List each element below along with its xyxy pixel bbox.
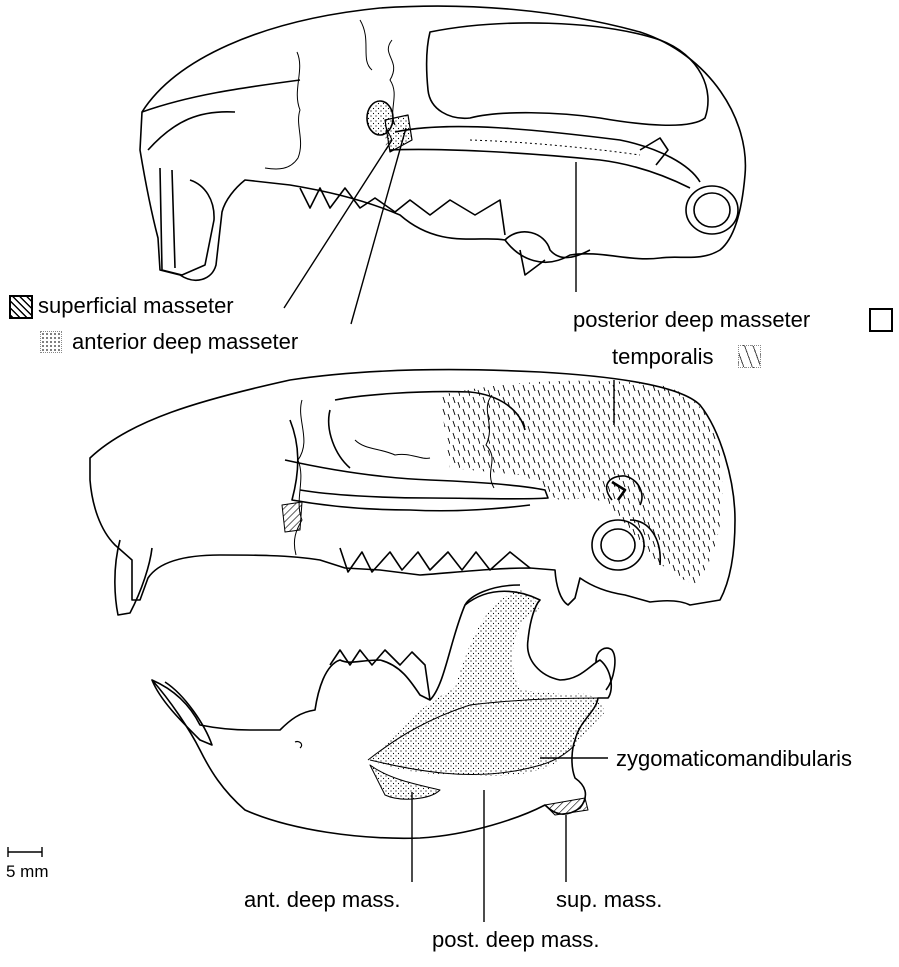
label-posterior-deep-masseter: posterior deep masseter: [573, 308, 810, 332]
label-superficial-masseter: superficial masseter: [38, 294, 234, 318]
label-sup-mass: sup. mass.: [556, 888, 662, 912]
skull-top-view: [140, 6, 745, 280]
label-zygomaticomandibularis: zygomaticomandibularis: [616, 747, 852, 771]
label-temporalis: temporalis: [612, 345, 713, 369]
anterior-deep-masseter-swatch: [40, 331, 62, 353]
posterior-deep-masseter-swatch: [869, 308, 893, 332]
superficial-masseter-swatch: [9, 295, 33, 319]
mandible-view: [152, 585, 615, 838]
label-ant-deep-mass: ant. deep mass.: [244, 888, 401, 912]
scale-bar-label: 5 mm: [6, 862, 49, 882]
temporalis-swatch: [738, 345, 761, 368]
label-anterior-deep-masseter: anterior deep masseter: [72, 330, 298, 354]
label-post-deep-mass: post. deep mass.: [432, 928, 600, 952]
skull-middle-view: [90, 370, 735, 615]
scale-bar: [8, 847, 42, 857]
leader-lines-top: [284, 128, 576, 324]
